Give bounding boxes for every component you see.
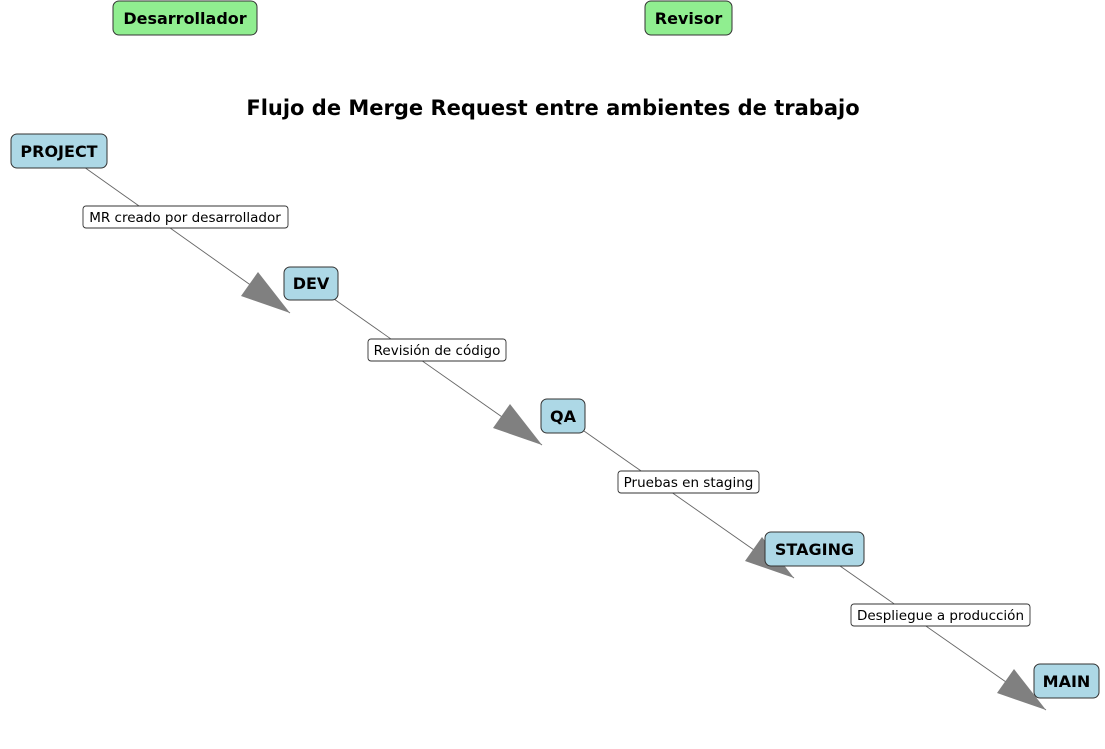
node-box-qa xyxy=(540,398,586,434)
node-box-main xyxy=(1033,663,1100,699)
edge-arrowhead-dev xyxy=(241,272,290,313)
edge-label-box-project-dev xyxy=(82,205,289,229)
node-qa: QA xyxy=(540,398,586,434)
edge-label-dev-qa: Revisión de código xyxy=(367,338,507,362)
edge-label-staging-main: Despliegue a producción xyxy=(850,603,1031,627)
role-label-desarrollador: Desarrollador xyxy=(123,9,246,28)
edge-arrowhead-main xyxy=(997,669,1046,710)
role-box-revisor xyxy=(644,0,733,36)
edges-layer xyxy=(83,166,1047,711)
role-label-revisor: Revisor xyxy=(655,9,723,28)
edge-label-box-staging-main xyxy=(850,603,1031,627)
edge-arrowhead-qa xyxy=(493,404,542,445)
node-project: PROJECT xyxy=(10,133,108,169)
edge-label-box-qa-staging xyxy=(617,470,760,494)
role-revisor: Revisor xyxy=(644,0,733,36)
diagram-title: Flujo de Merge Request entre ambientes d… xyxy=(246,96,859,120)
role-desarrollador: Desarrollador xyxy=(112,0,258,36)
edge-label-text-project-dev: MR creado por desarrollador xyxy=(89,210,281,226)
edge-label-qa-staging: Pruebas en staging xyxy=(617,470,760,494)
node-box-staging xyxy=(764,531,865,567)
node-dev: DEV xyxy=(283,266,339,301)
edge-label-box-dev-qa xyxy=(367,338,507,362)
node-box-dev xyxy=(283,266,339,301)
node-label-project: PROJECT xyxy=(20,142,97,161)
node-label-staging: STAGING xyxy=(775,540,854,559)
node-label-dev: DEV xyxy=(293,274,330,293)
role-box-desarrollador xyxy=(112,0,258,36)
node-box-project xyxy=(10,133,108,169)
node-label-main: MAIN xyxy=(1043,672,1091,691)
edge-label-text-staging-main: Despliegue a producción xyxy=(857,608,1024,624)
node-label-qa: QA xyxy=(550,407,577,426)
node-main: MAIN xyxy=(1033,663,1100,699)
node-staging: STAGING xyxy=(764,531,865,567)
edge-label-text-dev-qa: Revisión de código xyxy=(374,343,501,359)
edge-label-project-dev: MR creado por desarrollador xyxy=(82,205,289,229)
edge-label-text-qa-staging: Pruebas en staging xyxy=(624,475,754,491)
